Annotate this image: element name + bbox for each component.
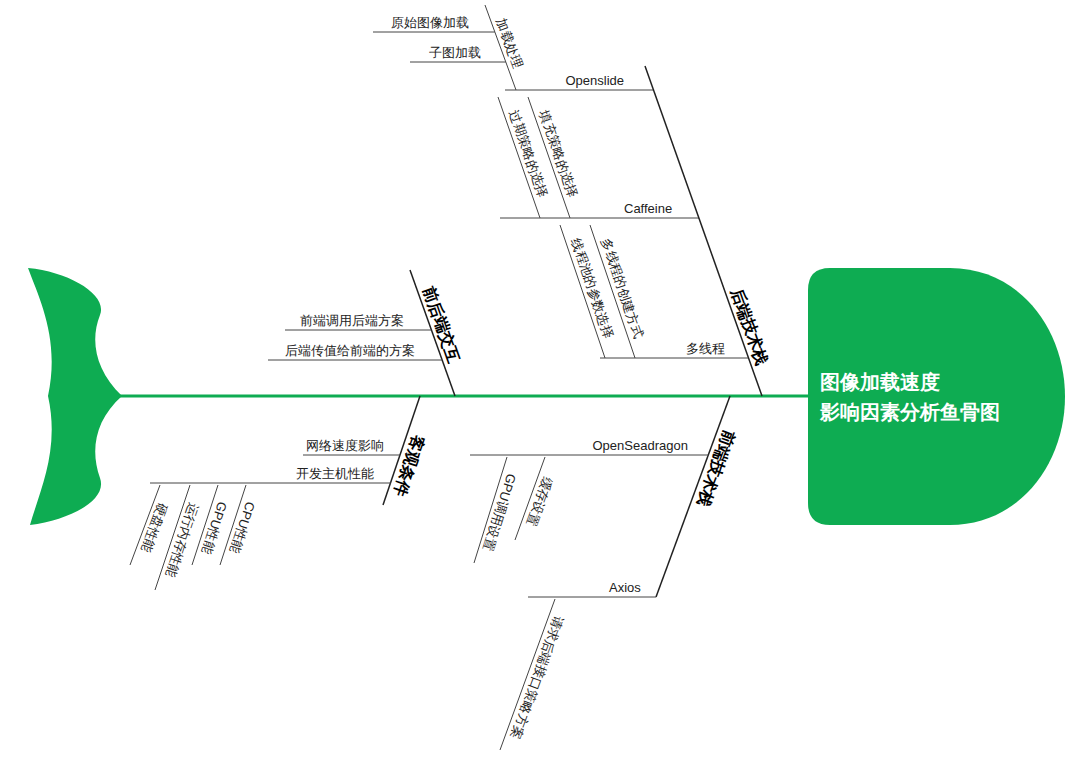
cause-label: 子图加载 — [429, 45, 481, 61]
cause-label: 原始图像加载 — [391, 15, 469, 31]
cause-label: 开发主机性能 — [296, 466, 374, 482]
cause-label: 多线程 — [686, 341, 725, 357]
head-outline — [808, 268, 1065, 525]
cause-label: OpenSeadragon — [593, 438, 688, 454]
main-bone — [645, 66, 762, 396]
sub-bone — [303, 455, 400, 456]
sub-bone — [150, 483, 391, 484]
cause-label: 网络速度影响 — [306, 438, 384, 454]
cause-label: 后端传值给前端的方案 — [285, 343, 415, 359]
cause-label: Caffeine — [624, 201, 672, 217]
bone-lines — [130, 5, 762, 750]
sub-bone — [373, 32, 495, 33]
fish-tail — [28, 268, 122, 525]
category-label: 后端技术栈 — [727, 285, 772, 367]
category-label: 客观条件 — [389, 432, 428, 499]
cause-label: Openslide — [566, 73, 625, 89]
cause-label: Axios — [609, 580, 641, 596]
category-label: 前后端交互 — [419, 283, 464, 365]
sub-bone — [500, 599, 555, 750]
cause-label: 缓存设置 — [523, 474, 555, 528]
main-bone — [656, 396, 730, 597]
fish-head: 图像加载速度 影响因素分析鱼骨图 — [808, 268, 1065, 525]
sub-bone — [470, 455, 708, 456]
sub-bone — [268, 360, 442, 361]
sub-bone — [410, 62, 506, 63]
cause-label: 加载处理 — [493, 17, 525, 71]
cause-label: GPU调用设置 — [480, 472, 519, 553]
cause-label: 前端调用后端方案 — [300, 313, 404, 329]
sub-bone — [505, 90, 654, 91]
cause-label: CPU性能 — [227, 500, 258, 556]
sub-bone — [285, 330, 431, 331]
cause-label: 硬盘性能 — [138, 501, 171, 555]
sub-bone — [600, 358, 749, 359]
cause-label: 请求后端接口策略方案 — [507, 614, 566, 741]
sub-bone — [528, 597, 656, 598]
sub-bone — [500, 218, 699, 219]
head-shape — [808, 268, 1065, 525]
fish-spine — [118, 395, 812, 398]
title-text: 图像加载速度 影响因素分析鱼骨图 — [820, 367, 1025, 427]
category-label: 前端技术栈 — [693, 428, 739, 510]
